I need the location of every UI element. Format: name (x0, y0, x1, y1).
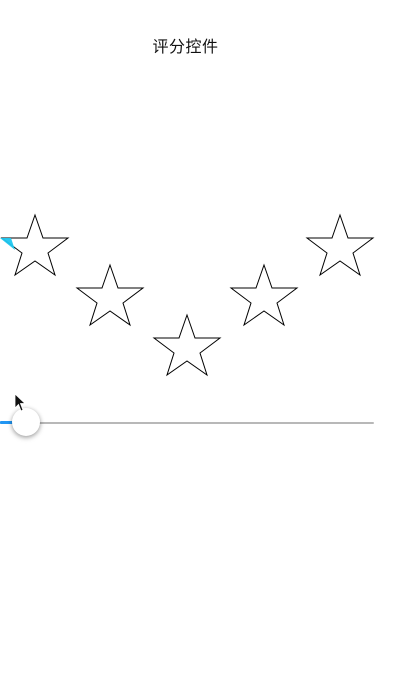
slider-track[interactable] (0, 422, 374, 424)
slider-thumb[interactable] (12, 408, 41, 436)
star-5-icon[interactable] (305, 212, 375, 278)
star-2-icon[interactable] (75, 262, 145, 328)
rating-slider[interactable] (0, 404, 374, 442)
page-title: 评分控件 (152, 37, 219, 56)
star-4-icon[interactable] (229, 262, 299, 328)
star-3-icon[interactable] (152, 312, 222, 378)
star-1-icon[interactable] (0, 212, 70, 278)
